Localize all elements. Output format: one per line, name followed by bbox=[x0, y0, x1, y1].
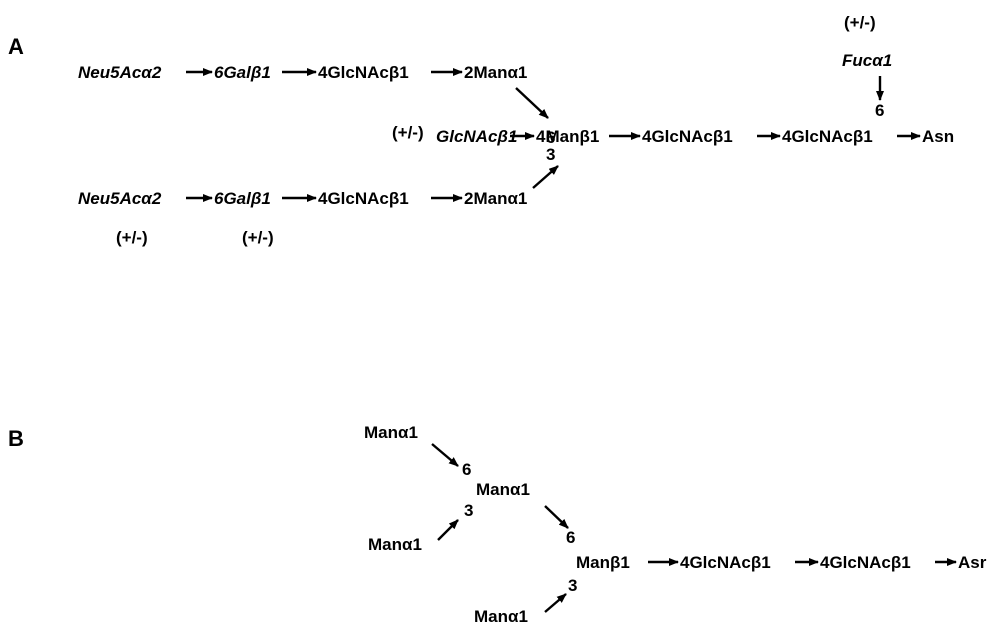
branch-mannose: Manα1 bbox=[476, 480, 530, 499]
panel-b-core-asparagine: Asr bbox=[958, 553, 987, 572]
fucose-optional-marker: (+/-) bbox=[844, 13, 876, 32]
panel-b-core-glcnac-2: 4GlcNAcβ1 bbox=[820, 553, 911, 572]
fucose: Fucα1 bbox=[842, 51, 892, 70]
core-link-position-6: 6 bbox=[566, 528, 575, 547]
core-beta-mannose: Manβ1 bbox=[576, 553, 630, 572]
top-outer-mannose: Manα1 bbox=[364, 423, 418, 442]
upper-glcnac: 4GlcNAcβ1 bbox=[318, 63, 409, 82]
top-link-position-3: 3 bbox=[464, 501, 473, 520]
lower-galactose: 6Galβ1 bbox=[214, 189, 271, 208]
core-mannose: 4Manβ1 bbox=[536, 127, 599, 146]
lower-sialic-acid: Neu5Acα2 bbox=[78, 189, 162, 208]
middle-outer-mannose: Manα1 bbox=[368, 535, 422, 554]
panel-a-label: A bbox=[8, 34, 24, 59]
middle-outer-mannose-arrow bbox=[437, 519, 459, 541]
link-position-6: 6 bbox=[546, 128, 555, 147]
lower-glcnac: 4GlcNAcβ1 bbox=[318, 189, 409, 208]
bottom-mannose: Manα1 bbox=[474, 607, 528, 626]
link-position-3: 3 bbox=[546, 145, 555, 164]
fucose-link-position: 6 bbox=[875, 101, 884, 120]
branch-mannose-arrow bbox=[544, 505, 569, 529]
lower-sialic-optional-marker: (+/-) bbox=[116, 228, 148, 247]
bottom-mannose-arrow bbox=[544, 593, 567, 613]
core-glcnac-2: 4GlcNAcβ1 bbox=[782, 127, 873, 146]
panel-b-label: B bbox=[8, 426, 24, 451]
panel-b-core-glcnac-1: 4GlcNAcβ1 bbox=[680, 553, 771, 572]
bisecting-glcnac: GlcNAcβ1 bbox=[436, 127, 517, 146]
top-outer-mannose-arrow bbox=[431, 443, 459, 467]
core-asparagine: Asn bbox=[922, 127, 954, 146]
upper-mannose: 2Manα1 bbox=[464, 63, 527, 82]
core-glcnac-1: 4GlcNAcβ1 bbox=[642, 127, 733, 146]
bisecting-optional-marker: (+/-) bbox=[392, 123, 424, 142]
upper-sialic-acid: Neu5Acα2 bbox=[78, 63, 162, 82]
lower-mannose: 2Manα1 bbox=[464, 189, 527, 208]
upper-mannose-to-core-arrow bbox=[515, 87, 549, 119]
lower-mannose-to-core-arrow bbox=[532, 165, 559, 189]
lower-galactose-optional-marker: (+/-) bbox=[242, 228, 274, 247]
core-link-position-3: 3 bbox=[568, 576, 577, 595]
top-link-position-6: 6 bbox=[462, 460, 471, 479]
upper-galactose: 6Galβ1 bbox=[214, 63, 271, 82]
